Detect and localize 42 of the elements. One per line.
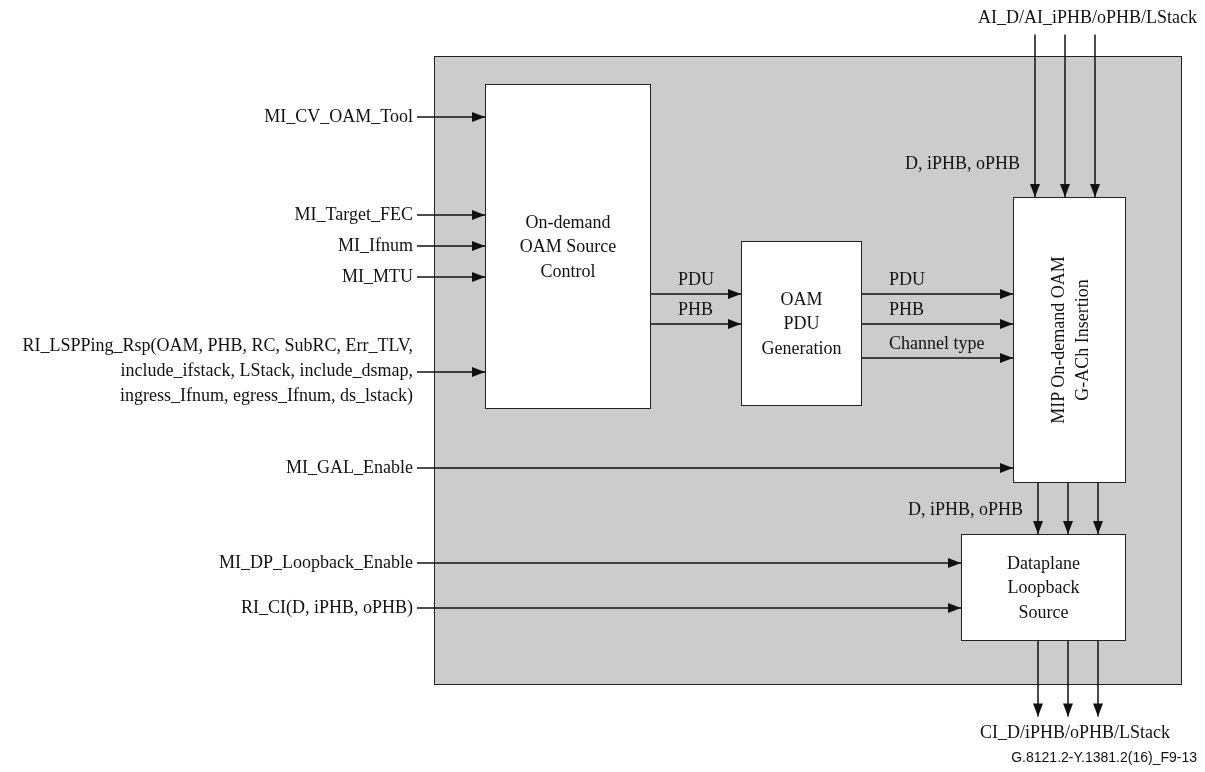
arrow	[861, 319, 1014, 329]
arrow	[1060, 33, 1070, 198]
process-block: On-demand OAM Source Control	[485, 84, 651, 409]
edge-label: D, iPHB, oPHB	[906, 499, 1024, 521]
arrow	[1093, 640, 1103, 718]
signal-label: MI_Target_FEC	[294, 202, 413, 228]
edge-label: Channel type	[888, 333, 986, 355]
arrow	[416, 603, 962, 613]
arrow	[416, 112, 486, 122]
arrow	[1030, 33, 1040, 198]
arrow	[650, 319, 742, 329]
signal-label: MI_DP_Loopback_Enable	[219, 550, 413, 576]
signal-label: AI_D/AI_iPHB/oPHB/LStack	[978, 5, 1197, 31]
arrow	[1063, 482, 1073, 535]
function-block	[434, 56, 1182, 685]
signal-label: CI_D/iPHB/oPHB/LStack	[980, 720, 1170, 746]
arrow	[861, 353, 1014, 363]
arrow	[416, 241, 486, 251]
signal-label: MI_GAL_Enable	[286, 455, 413, 481]
arrow	[861, 289, 1014, 299]
signal-label: RI_LSPPing_Rsp(OAM, PHB, RC, SubRC, Err_TLV, include_ifstack, LStack, include_dsmap, ingress_Ifnum, egress_Ifnum, ds_lstack)	[8, 333, 413, 409]
arrow	[1033, 482, 1043, 535]
signal-label: MI_MTU	[342, 264, 413, 290]
arrow	[416, 210, 486, 220]
arrow	[416, 558, 962, 568]
arrow	[416, 272, 486, 282]
signal-label: RI_CI(D, iPHB, oPHB)	[240, 595, 413, 621]
process-block	[1013, 197, 1126, 483]
arrow	[1063, 640, 1073, 718]
figure-id: G.8121.2-Y.1381.2(16)_F9-13	[1011, 749, 1197, 765]
arrow	[416, 367, 486, 377]
signal-label: MI_CV_OAM_Tool	[264, 104, 413, 130]
signal-label: MI_Ifnum	[338, 233, 413, 259]
arrow	[1033, 640, 1043, 718]
edge-label: D, iPHB, oPHB	[903, 153, 1021, 175]
arrow	[1090, 33, 1100, 198]
arrow	[1093, 482, 1103, 535]
process-block: OAM PDU Generation	[741, 241, 862, 406]
block-label: MIP On-demand OAM G-ACh Insertion	[1046, 255, 1093, 426]
arrow	[650, 289, 742, 299]
arrow	[416, 463, 1014, 473]
process-block: Dataplane Loopback Source	[961, 534, 1126, 641]
